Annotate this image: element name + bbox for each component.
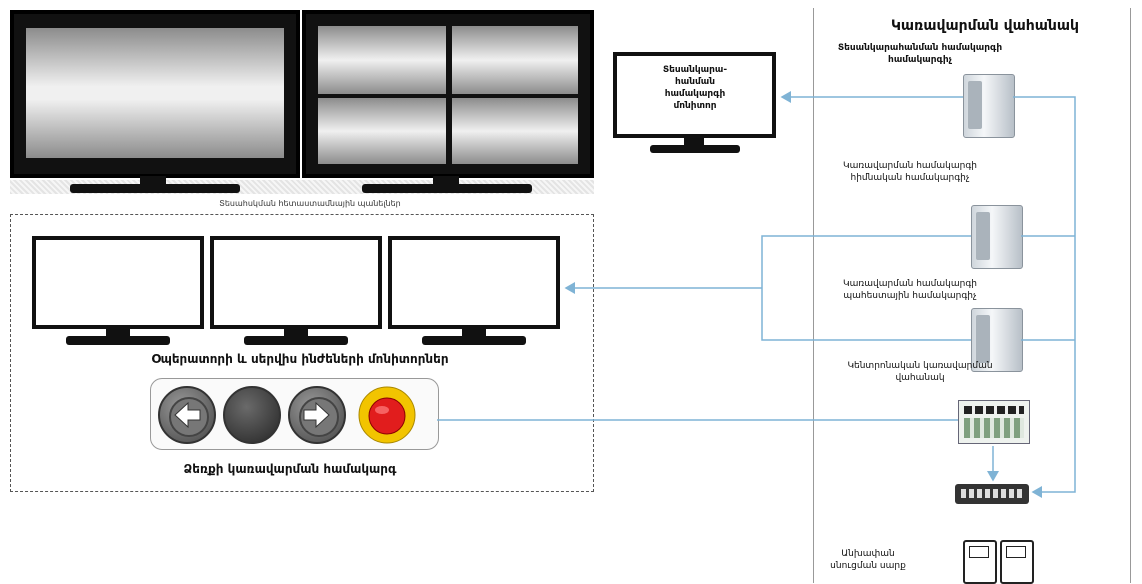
video-monitor-label-1: Տեսանկարա- [662,65,728,75]
stop-button[interactable] [223,386,281,444]
video-server-label-1: Տեսանկարահանման համակարգի [837,43,1003,53]
main-server-label-2: հիմնական համակարգիչ [850,173,970,183]
video-wall-screen-left [10,10,300,178]
main-server-label-1: Կառավարման համակարգի [843,161,977,171]
emergency-stop-icon [358,386,416,444]
emergency-stop-button[interactable] [358,386,416,444]
video-server-icon [963,74,1015,138]
video-monitor-label-4: մոնիտոր [673,101,717,111]
video-server-label-2: համակարգիչ [888,55,952,65]
operator-monitor-1 [32,236,204,329]
ups-icon-2 [1000,540,1034,584]
left-arrow-icon [174,401,201,429]
video-monitor-label-2: հանման [674,77,716,87]
video-wall-caption: Տեսահսկման հետաստամնային պանելներ [219,199,401,208]
ups-label-1: Անխափան [841,549,895,559]
backup-server-label-2: պահեստային համակարգիչ [843,291,977,301]
backup-server-label-1: Կառավարման համակարգի [843,279,977,289]
operator-monitors-caption: Օպերատորի և սերվիս ինժեների մոնիտորներ [151,352,449,366]
central-control-panel-icon [958,400,1030,444]
video-monitor-label-3: համակարգի [664,89,726,99]
right-arrow-button[interactable] [288,386,346,444]
operator-monitor-3 [388,236,560,329]
operator-area [10,214,594,492]
ups-label-2: սնուցման սարք [830,561,906,571]
right-arrow-icon [303,401,330,429]
video-wall-screen-right [302,10,594,178]
central-panel-label-2: վահանակ [895,373,945,383]
left-arrow-button[interactable] [158,386,216,444]
operator-monitor-2 [210,236,382,329]
central-panel-label-1: Կենտրոնական կառավարման [847,361,993,371]
ups-icon-1 [963,540,997,584]
manual-control-caption: Ձեռքի կառավարման համակարգ [183,462,397,476]
control-panel-title: Կառավարման վահանակ [890,18,1080,34]
network-switch-icon [955,484,1029,504]
main-server-icon [971,205,1023,269]
